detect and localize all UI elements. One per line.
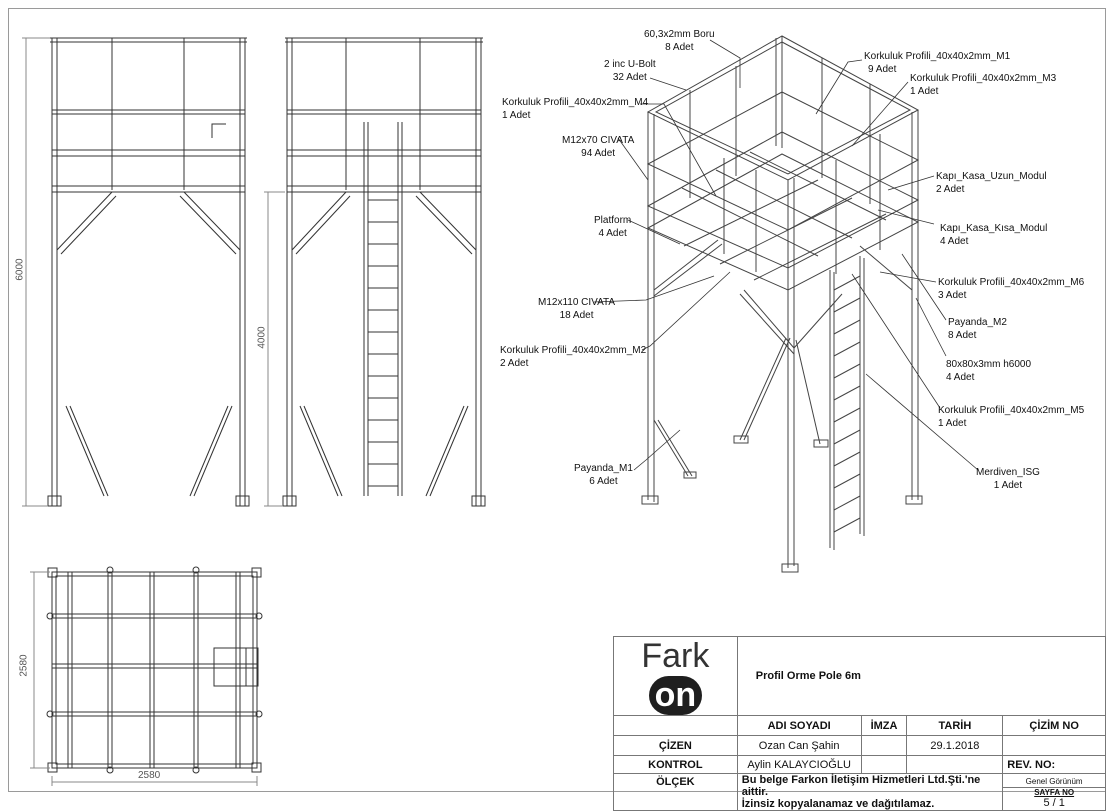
page-number-label: SAYFA NO <box>1034 787 1075 797</box>
drawing-border <box>8 8 1106 792</box>
checked-signature <box>860 755 908 774</box>
ownership-note-line-1: Bu belge Farkon İletişim Hizmetleri Ltd.… <box>741 774 981 798</box>
ownership-note: Bu belge Farkon İletişim Hizmetleri Ltd.… <box>736 773 1004 811</box>
logo-right-badge: on <box>648 676 703 715</box>
callout-m12x70: M12x70 CIVATA 94 Adet <box>562 135 635 159</box>
callout-merdiven: Merdiven_ISG 1 Adet <box>976 467 1040 491</box>
header-signature: İMZA <box>860 715 908 736</box>
drawn-by-name: Ozan Can Şahin <box>736 735 862 756</box>
checked-date <box>906 755 1004 774</box>
header-name: ADI SOYADI <box>736 715 862 736</box>
view-name: Genel Görünüm <box>1003 776 1105 788</box>
plan-depth-dimension: 2580 <box>18 654 30 677</box>
drawn-date: 29.1.2018 <box>906 735 1004 756</box>
callout-kapi-kisa: Kapı_Kasa_Kısa_Modul 4 Adet <box>940 223 1048 247</box>
callout-m3: Korkuluk Profili_40x40x2mm_M3 1 Adet <box>910 73 1057 97</box>
blank-header-cell <box>613 715 738 736</box>
front-view <box>22 37 250 507</box>
logo-left-text: Fark <box>641 637 710 675</box>
callout-m12x110: M12x110 CIVATA 18 Adet <box>538 297 616 321</box>
callout-m2: Korkuluk Profili_40x40x2mm_M2 2 Adet <box>500 345 647 369</box>
callout-kapi-uzun: Kapı_Kasa_Uzun_Modul 2 Adet <box>936 171 1047 195</box>
checked-by-label: KONTROL <box>613 755 738 774</box>
drawn-by-label: ÇİZEN <box>613 735 738 756</box>
callout-ubolt: 2 inc U-Bolt 32 Adet <box>604 59 656 83</box>
callout-payanda-m2: Payanda_M2 8 Adet <box>948 317 1007 341</box>
scale-label: ÖLÇEK <box>613 773 738 811</box>
side-height-dimension: 4000 <box>256 326 268 349</box>
title-block-table: Farkon Profil Orme Pole 6m ADI SOYADI İM… <box>613 636 1107 811</box>
drawn-signature <box>860 735 908 756</box>
drawing-no-value <box>1002 735 1106 756</box>
plan-width-dimension: 2580 <box>138 770 161 781</box>
callout-m5: Korkuluk Profili_40x40x2mm_M5 1 Adet <box>938 405 1085 429</box>
callout-m6: Korkuluk Profili_40x40x2mm_M6 3 Adet <box>938 277 1085 301</box>
header-drawing-no: ÇİZİM NO <box>1002 715 1106 736</box>
drawing-title: Profil Orme Pole 6m <box>736 636 1107 716</box>
isometric-view <box>641 35 923 573</box>
callout-platform: Platform 4 Adet <box>594 215 632 239</box>
view-page-cell: Genel Görünüm SAYFA NO 5 / 1 <box>1002 773 1106 811</box>
side-view <box>264 37 486 507</box>
checked-by-name: Aylin KALAYCIOĞLU <box>736 755 862 774</box>
callout-boru: 60,3x2mm Boru 8 Adet <box>644 29 715 53</box>
callout-m1: Korkuluk Profili_40x40x2mm_M1 9 Adet <box>864 51 1011 75</box>
revision-label: REV. NO: <box>1002 755 1106 774</box>
page-number-value: 5 / 1 <box>1043 796 1065 809</box>
callout-profil80: 80x80x3mm h6000 4 Adet <box>946 359 1032 383</box>
leader-lines <box>593 39 979 471</box>
header-date: TARİH <box>906 715 1004 736</box>
farkon-logo: Farkon <box>641 637 710 715</box>
plan-view <box>30 566 263 786</box>
callout-m4: Korkuluk Profili_40x40x2mm_M4 1 Adet <box>502 97 649 121</box>
title-block: Farkon Profil Orme Pole 6m ADI SOYADI İM… <box>613 636 1107 811</box>
callout-payanda-m1: Payanda_M1 6 Adet <box>574 463 633 487</box>
logo-cell: Farkon <box>613 636 738 716</box>
front-height-dimension: 6000 <box>14 258 26 281</box>
